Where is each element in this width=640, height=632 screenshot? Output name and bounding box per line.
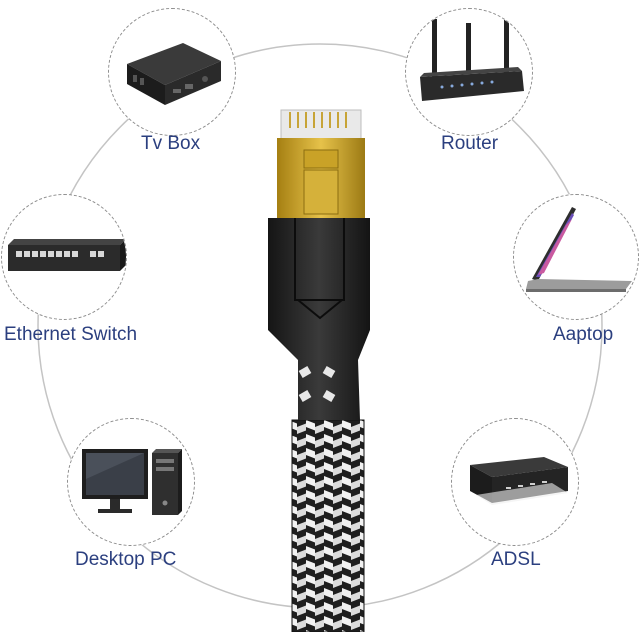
desktop-pc-label: Desktop PC [75, 549, 177, 570]
laptop-icon [513, 194, 639, 320]
tv-box-label: Tv Box [141, 133, 201, 154]
router-label: Router [441, 133, 499, 154]
adsl-label: ADSL [491, 549, 541, 570]
laptop-label: Aaptop [553, 324, 614, 345]
ethernet-switch-icon [1, 194, 127, 320]
tv-box-icon [108, 8, 236, 136]
ethernet-switch-label: Ethernet Switch [4, 324, 138, 345]
router-icon [405, 8, 533, 136]
adsl-modem-icon [451, 418, 579, 546]
connector-boot [268, 218, 370, 420]
braided-cable [292, 420, 364, 632]
desktop-pc-icon [67, 418, 195, 546]
